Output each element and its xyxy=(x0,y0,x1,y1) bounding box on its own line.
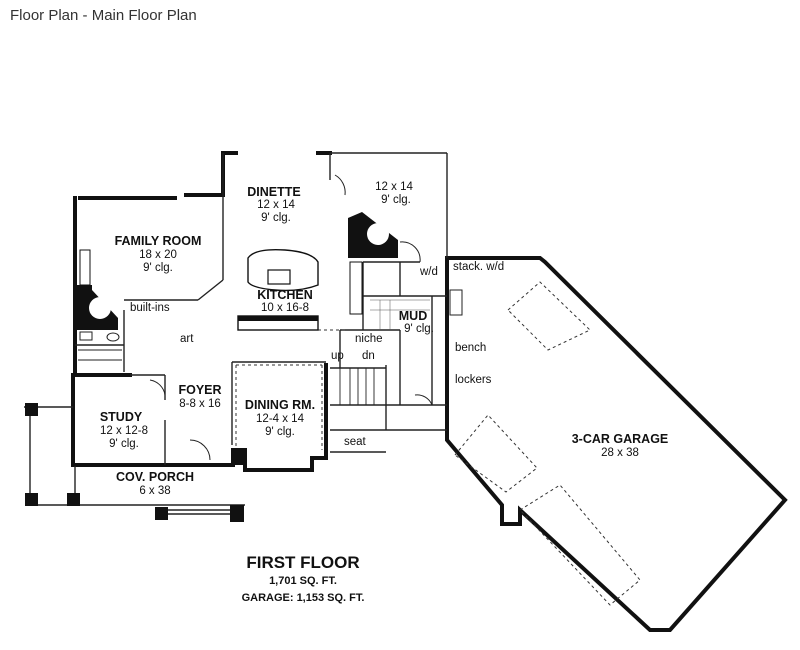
dining-dim: 12-4 x 14 xyxy=(256,413,304,425)
dinette-dim: 12 x 14 xyxy=(257,199,295,211)
art-label: art xyxy=(180,333,194,345)
bench-label: bench xyxy=(455,342,487,354)
stairs xyxy=(339,368,375,405)
study-dim: 12 x 12-8 xyxy=(100,425,148,437)
family-room-name: FAMILY ROOM xyxy=(114,234,202,248)
dashed-lines xyxy=(235,281,641,606)
page-title: Floor Plan - Main Floor Plan xyxy=(10,7,197,24)
builtins-label: built-ins xyxy=(130,302,170,314)
garage-sqft: GARAGE: 1,153 SQ. FT. xyxy=(241,592,365,604)
fp-dinette-label: FP xyxy=(370,226,385,238)
family-room-dim: 18 x 20 xyxy=(139,249,177,261)
dining-name: DINING RM. xyxy=(244,398,316,412)
seat-label: seat xyxy=(344,436,366,448)
garage-dim: 28 x 38 xyxy=(601,447,639,459)
kitchen-island xyxy=(237,248,319,331)
powder-room xyxy=(78,331,122,361)
dinette-name: DINETTE xyxy=(247,185,301,199)
mud-grid xyxy=(370,299,430,330)
upper-right-clg: 9' clg. xyxy=(381,194,411,206)
floor-title: FIRST FLOOR xyxy=(246,553,360,572)
wd-label: w/d xyxy=(420,266,438,278)
porch-dim: 6 x 38 xyxy=(139,485,171,497)
up-label: up xyxy=(331,350,344,362)
porch-name: COV. PORCH xyxy=(115,470,195,484)
floor-sqft: 1,701 SQ. FT. xyxy=(269,575,337,587)
dn-label: dn xyxy=(362,350,375,362)
fireplace-family xyxy=(75,249,118,330)
door-swings xyxy=(149,174,433,461)
mud-name: MUD xyxy=(398,309,428,323)
fp-family-label: FP xyxy=(90,302,105,314)
niche-label: niche xyxy=(355,333,383,345)
upper-right-dim: 12 x 14 xyxy=(375,181,413,193)
foyer-dim: 8-8 x 16 xyxy=(179,398,221,410)
garage-name: 3-CAR GARAGE xyxy=(571,432,669,446)
dinette-clg: 9' clg. xyxy=(261,212,291,224)
study-clg: 9' clg. xyxy=(109,438,139,450)
porch-columns xyxy=(25,403,245,522)
mud-clg: 9' clg. xyxy=(404,323,434,335)
garage-step-box xyxy=(449,289,463,316)
study-name: STUDY xyxy=(99,410,143,424)
family-room-clg: 9' clg. xyxy=(143,262,173,274)
fireplace-dinette xyxy=(348,212,398,315)
lockers-label: lockers xyxy=(455,374,492,386)
kitchen-name: KITCHEN xyxy=(257,288,313,302)
dining-clg: 9' clg. xyxy=(265,426,295,438)
kitchen-dim: 10 x 16-8 xyxy=(261,302,309,314)
foyer-name: FOYER xyxy=(178,383,222,397)
stack-wd-label: stack. w/d xyxy=(453,261,505,273)
